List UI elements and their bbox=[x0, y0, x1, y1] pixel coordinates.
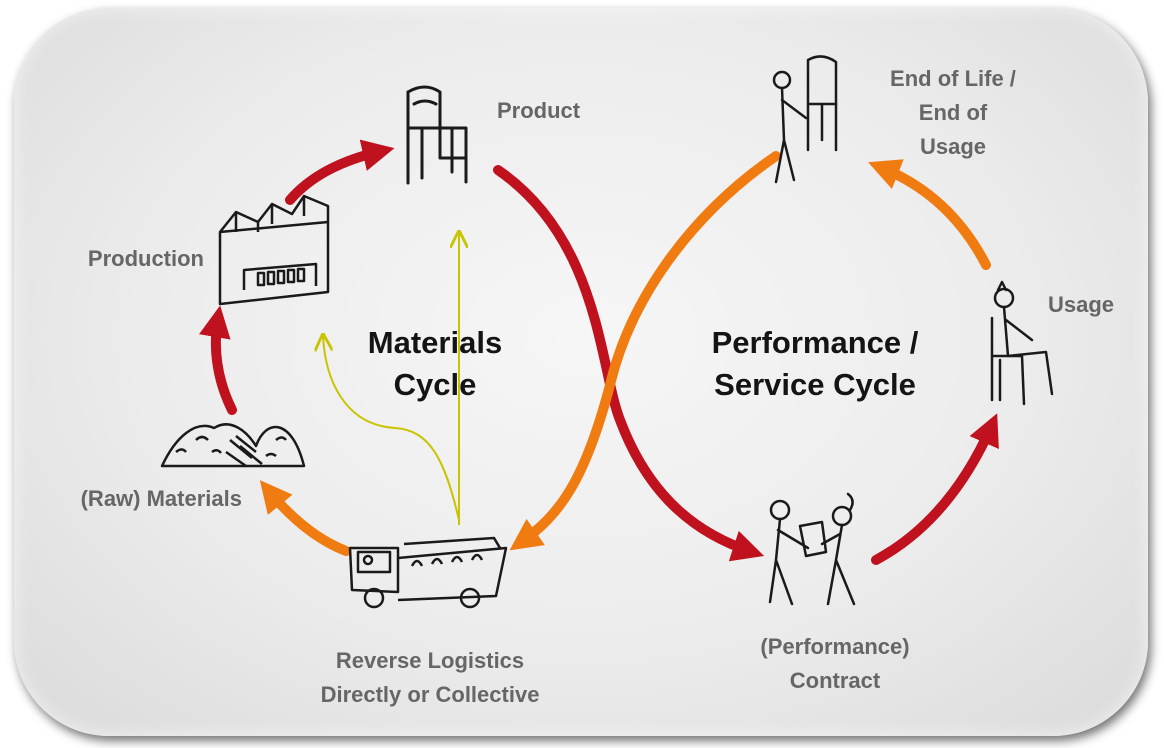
diagram-frame bbox=[14, 8, 1148, 736]
reverse-logistics-label: Reverse Logistics Directly or Collective bbox=[260, 644, 600, 712]
seated-person-icon bbox=[990, 280, 1054, 406]
end-of-life-line1: End of Life / bbox=[890, 66, 1016, 91]
materials-cycle-title: Materials Cycle bbox=[330, 322, 540, 406]
reverse-logistics-line2: Directly or Collective bbox=[320, 682, 540, 707]
chair-icon bbox=[406, 85, 468, 185]
service-cycle-title-line2: Service Cycle bbox=[714, 367, 916, 402]
arrow-production-to-product bbox=[285, 139, 395, 205]
product-label: Product bbox=[497, 98, 581, 123]
end-of-life-line2: End of bbox=[918, 100, 988, 125]
raw-materials-label: (Raw) Materials bbox=[80, 486, 242, 511]
contract-people-icon bbox=[768, 492, 856, 606]
annotation-arrow-curved bbox=[323, 335, 460, 521]
arrow-usage-to-endoflife bbox=[868, 159, 991, 270]
arrow-truck-to-raw bbox=[259, 480, 351, 556]
service-cycle-title-line1: Performance / bbox=[711, 325, 919, 360]
contract-label-line1: (Performance) bbox=[760, 634, 910, 659]
person-with-chair-icon bbox=[772, 55, 838, 184]
arrow-endoflife-to-truck bbox=[509, 151, 781, 551]
usage-label: Usage bbox=[1048, 292, 1115, 317]
end-of-life-line3: Usage bbox=[919, 134, 987, 159]
end-of-life-label: End of Life / End of Usage bbox=[868, 62, 1038, 164]
contract-label-line2: Contract bbox=[789, 668, 881, 693]
production-label: Production bbox=[87, 246, 204, 271]
raw-materials-icon bbox=[160, 423, 306, 468]
service-cycle-title: Performance / Service Cycle bbox=[680, 322, 950, 406]
contract-label: (Performance) Contract bbox=[720, 630, 950, 698]
reverse-logistics-line1: Reverse Logistics bbox=[335, 648, 525, 673]
arrow-product-to-contract bbox=[493, 165, 765, 562]
arrow-raw-to-production bbox=[199, 305, 237, 415]
materials-cycle-title-line1: Materials bbox=[367, 325, 503, 360]
materials-cycle-title-line2: Cycle bbox=[393, 367, 477, 402]
truck-icon bbox=[348, 536, 508, 609]
arrow-contract-to-usage bbox=[871, 413, 999, 565]
factory-icon bbox=[218, 194, 330, 306]
